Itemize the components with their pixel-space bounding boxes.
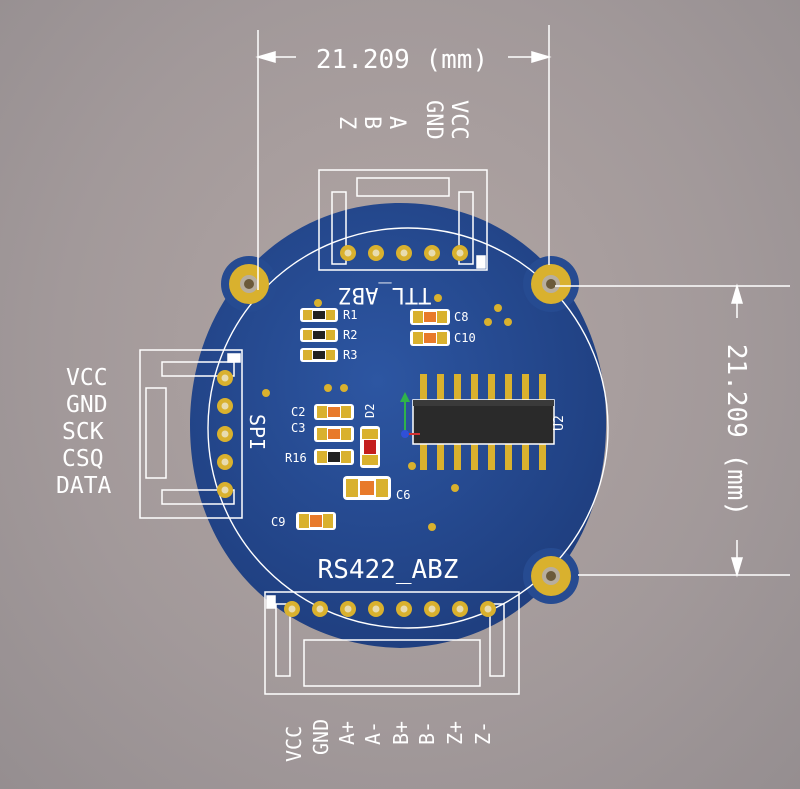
resistor-r3 — [300, 348, 338, 362]
resistor-r16 — [314, 449, 354, 465]
bottom-pin-label: B+ — [389, 721, 413, 745]
label-r2: R2 — [343, 328, 357, 342]
mounting-holes — [229, 264, 571, 596]
chip-u2-label: U2 — [552, 415, 567, 431]
label-c6: C6 — [396, 488, 410, 502]
top-connector-pads — [340, 245, 468, 261]
vertical-dimension-label: 21.209 (mm) — [721, 344, 751, 516]
left-pin-label: DATA — [56, 473, 112, 499]
chip-u2-top-pins — [420, 374, 546, 404]
label-c9: C9 — [271, 515, 285, 529]
bottom-pin-label: VCC — [282, 726, 306, 762]
origin-axis-icon — [400, 392, 420, 438]
top-pin-label: A — [384, 116, 409, 129]
diode-d2 — [360, 426, 380, 468]
left-pin-label: CSQ — [62, 446, 104, 472]
left-connector-pads — [217, 370, 233, 498]
bottom-pin-label: GND — [309, 719, 333, 755]
capacitor-c6 — [343, 476, 391, 500]
horizontal-dimension — [255, 25, 552, 290]
bottom-pin-label: A+ — [335, 721, 359, 745]
left-pin-label: SCK — [62, 419, 104, 445]
board-title: RS422_ABZ — [318, 555, 459, 585]
capacitor-c8 — [410, 309, 450, 325]
resistor-r2 — [300, 328, 338, 342]
mounting-hole — [229, 264, 269, 304]
resistor-r1 — [300, 308, 338, 322]
capacitor-c9 — [296, 512, 336, 530]
capacitor-c2 — [314, 404, 354, 420]
bottom-pin-label: B- — [415, 721, 439, 745]
vertical-dimension — [555, 283, 790, 578]
label-c2: C2 — [291, 405, 305, 419]
bottom-connector-pads — [284, 601, 496, 617]
top-pin-label: B — [359, 116, 384, 129]
chip-u2-bottom-pins — [420, 440, 546, 470]
horizontal-dimension-label: 21.209 (mm) — [316, 45, 488, 75]
top-pin-label: GND — [421, 100, 446, 140]
label-c10: C10 — [454, 331, 476, 345]
top-connector — [318, 169, 488, 271]
label-d2: D2 — [363, 404, 377, 418]
left-pin-label: GND — [66, 392, 108, 418]
left-pin-label: VCC — [66, 365, 108, 391]
capacitor-c10 — [410, 330, 450, 346]
label-r3: R3 — [343, 348, 357, 362]
mounting-hole — [531, 556, 571, 596]
label-c3: C3 — [291, 421, 305, 435]
mounting-hole — [531, 264, 571, 304]
top-pin-label: Z — [334, 116, 359, 129]
bottom-pin-label: Z- — [471, 721, 495, 745]
chip-u2 — [412, 374, 555, 470]
capacitor-c3 — [314, 426, 354, 442]
top-pin-label: VCC — [446, 100, 471, 140]
vias — [262, 294, 512, 531]
label-r1: R1 — [343, 308, 357, 322]
spi-label: SPI — [245, 414, 269, 450]
bottom-pin-label: A- — [361, 721, 385, 745]
left-connector — [139, 349, 243, 519]
board-mirrored-title: TTL_ABZ — [339, 282, 432, 307]
left-connector-labels: VCC GND SCK CSQ DATA — [56, 365, 112, 499]
bottom-connector — [264, 591, 520, 695]
bottom-pin-label: Z+ — [443, 721, 467, 745]
bottom-connector-labels: VCC GND A+ A- B+ B- Z+ Z- — [282, 719, 495, 762]
outline-circle — [207, 227, 609, 629]
resistor-group — [300, 308, 338, 362]
label-c8: C8 — [454, 310, 468, 324]
top-connector-labels: VCC GND A B Z — [334, 100, 471, 140]
label-r16: R16 — [285, 451, 307, 465]
